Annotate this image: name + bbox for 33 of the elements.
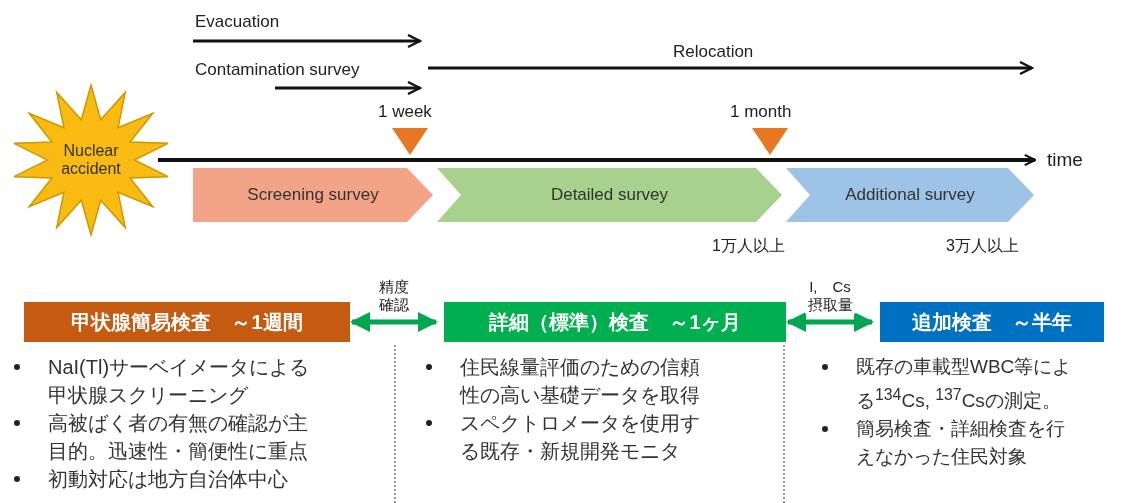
phase-band [193, 168, 433, 222]
milestone-label: 1 week [378, 102, 432, 122]
bullet-text: 高被ばく者の有無の確認が主目的。迅速性・簡便性に重点 [48, 411, 309, 464]
stage-header [880, 302, 1104, 342]
bullet-text: スペクトロメータを使用する既存・新規開発モニタ [460, 411, 701, 464]
stage-title: 追加検査 ～半年 [912, 309, 1072, 335]
phase-label: Evacuation [195, 12, 280, 32]
phase-band [437, 168, 782, 222]
bullet-text: 簡易検査・詳細検査を行えなかった住民対象 [856, 417, 1066, 470]
bullet-text: NaI(Tl)サーベイメータによる甲状腺スクリーニング [48, 355, 311, 408]
burst-shape [12, 85, 170, 235]
edge-label: 精度確認 [377, 278, 411, 314]
stage-title: 甲状腺簡易検査 ～1週間 [71, 309, 303, 335]
axis-label: time [1043, 148, 1087, 172]
node-label: Additional survey [845, 185, 975, 205]
bullet-text: 住民線量評価のための信頼性の高い基礎データを取得 [460, 355, 701, 408]
arrow [158, 153, 1036, 167]
stage-title: 詳細（標準）検査 ～1ヶ月 [489, 309, 741, 335]
stage-header [444, 302, 786, 342]
phase-band [786, 168, 1034, 222]
milestone-label: 1 month [730, 102, 792, 122]
stage-header [24, 302, 350, 342]
count-label: 1万人以上 [712, 236, 785, 256]
double-arrow [786, 312, 874, 332]
phase-label: Contamination survey [195, 60, 360, 80]
phase-label: Relocation [673, 42, 754, 62]
node-label: Screening survey [247, 185, 379, 205]
node-label: Nuclear accident [60, 141, 122, 179]
bullet-text: 既存の車載型WBC等による$^{134}$Cs, $^{137}$Csの測定。 [856, 355, 1073, 414]
count-label: 3万人以上 [946, 236, 1019, 256]
node-label: Detailed survey [550, 185, 669, 205]
bullet-text: 初動対応は地方自治体中心 [48, 467, 289, 492]
double-arrow [350, 312, 438, 332]
